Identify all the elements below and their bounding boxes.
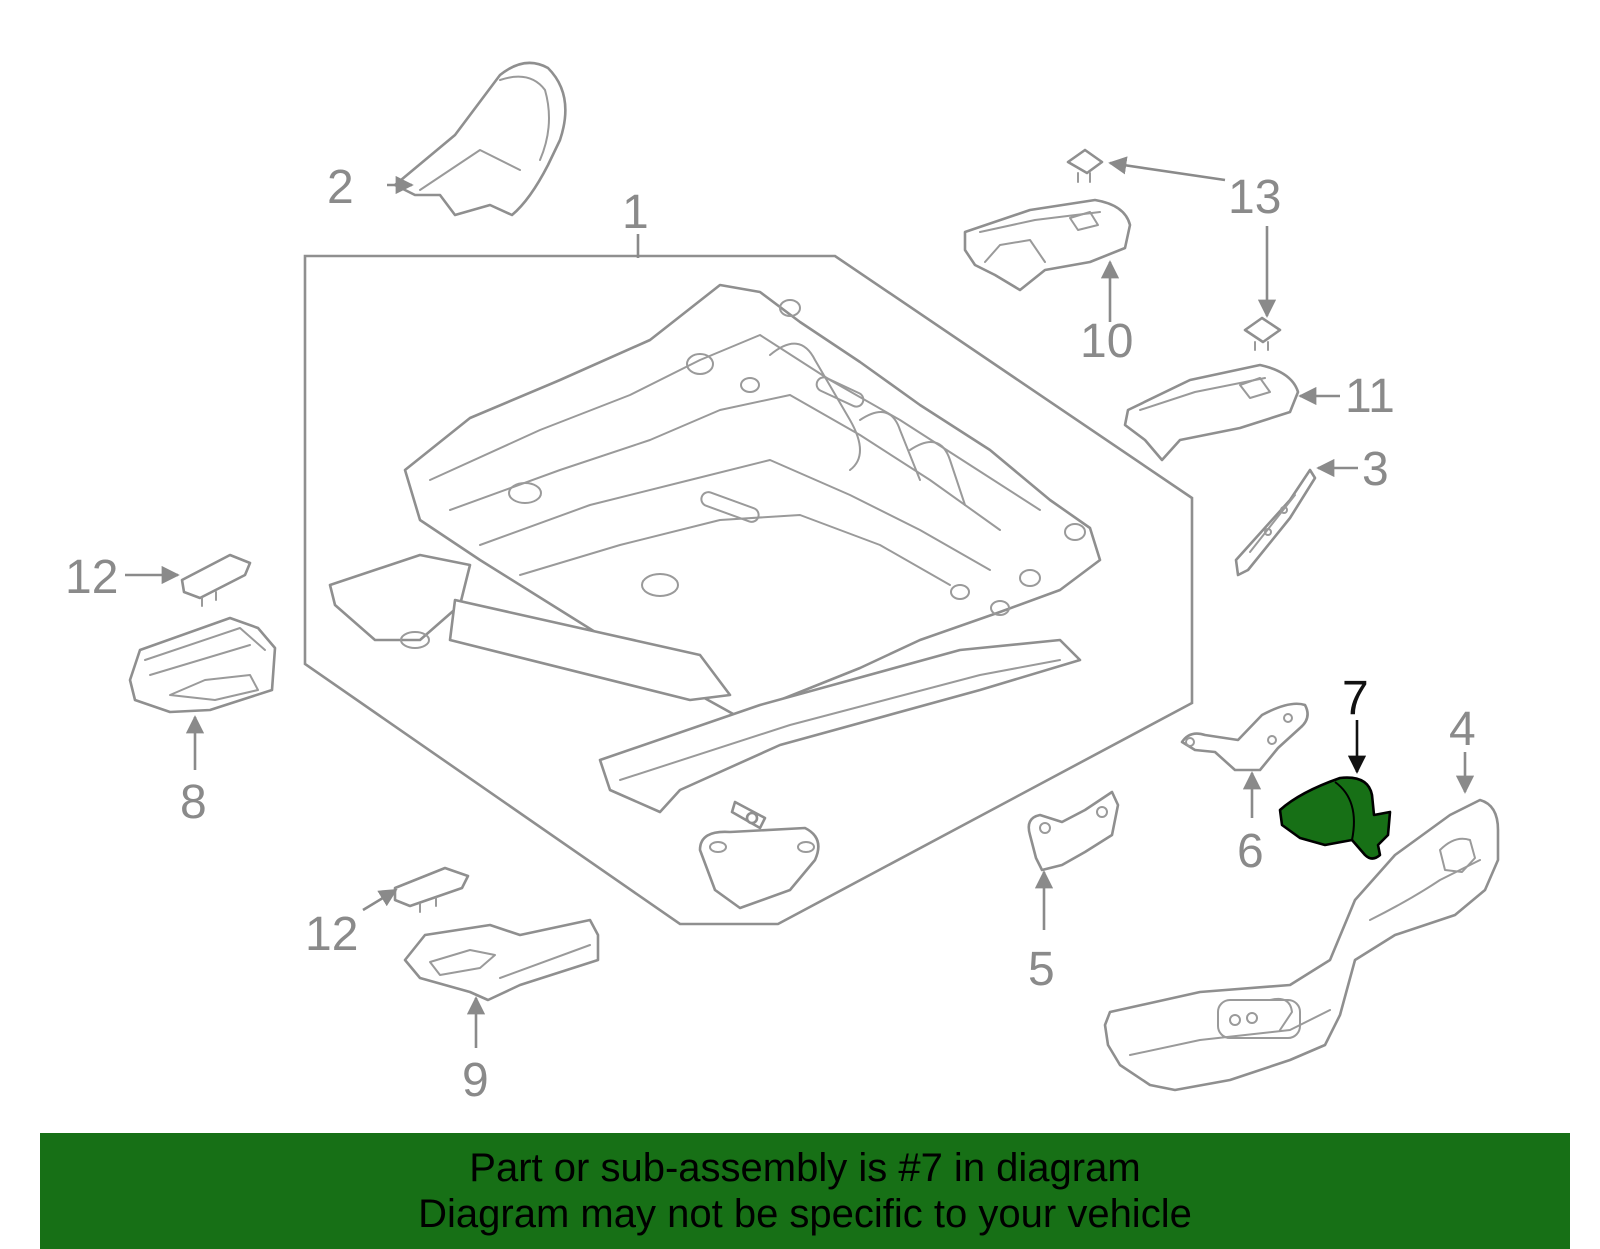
part-10-cover — [963, 198, 1132, 292]
part-13-clip-lower — [1243, 316, 1282, 351]
part-7-highlighted — [1278, 776, 1392, 860]
callout-10: 10 — [1080, 315, 1133, 368]
banner-line-2: Diagram may not be specific to your vehi… — [418, 1192, 1192, 1236]
part-12-cover-lower — [393, 866, 470, 913]
info-banner: Part or sub-assembly is #7 in diagram Di… — [40, 1133, 1570, 1249]
banner-line-1: Part or sub-assembly is #7 in diagram — [469, 1146, 1141, 1190]
callout-12-lower: 12 — [305, 908, 358, 961]
callout-5: 5 — [1028, 943, 1055, 996]
leader-lines — [125, 156, 1475, 1048]
part-12-cover-upper — [180, 553, 252, 607]
callout-3: 3 — [1362, 443, 1389, 496]
callout-6: 6 — [1237, 825, 1264, 878]
part-5-bracket — [1027, 790, 1120, 872]
part-6-bracket — [1180, 702, 1309, 772]
part-9-cover — [403, 918, 600, 1002]
callout-12-upper: 12 — [65, 551, 118, 604]
part-8-cover — [128, 616, 277, 714]
parts-diagram: 2 1 13 10 11 3 12 8 12 9 5 6 7 4 — [65, 61, 1500, 1107]
callout-labels: 2 1 13 10 11 3 12 8 12 9 5 6 7 4 — [65, 161, 1476, 1107]
part-3-bracket — [1234, 468, 1317, 577]
callout-13: 13 — [1228, 171, 1281, 224]
callout-4: 4 — [1449, 703, 1476, 756]
part-4-side-shield — [1103, 798, 1500, 1092]
part-1-seat-frame — [303, 254, 1194, 926]
callout-7: 7 — [1342, 672, 1369, 725]
part-13-clip-upper — [1066, 148, 1104, 183]
callout-11: 11 — [1345, 370, 1395, 423]
callout-9: 9 — [462, 1054, 489, 1107]
part-11-cover — [1123, 363, 1300, 462]
part-2-cover — [393, 61, 567, 217]
callout-2: 2 — [327, 161, 354, 214]
callout-1: 1 — [622, 186, 649, 239]
callout-8: 8 — [180, 776, 207, 829]
